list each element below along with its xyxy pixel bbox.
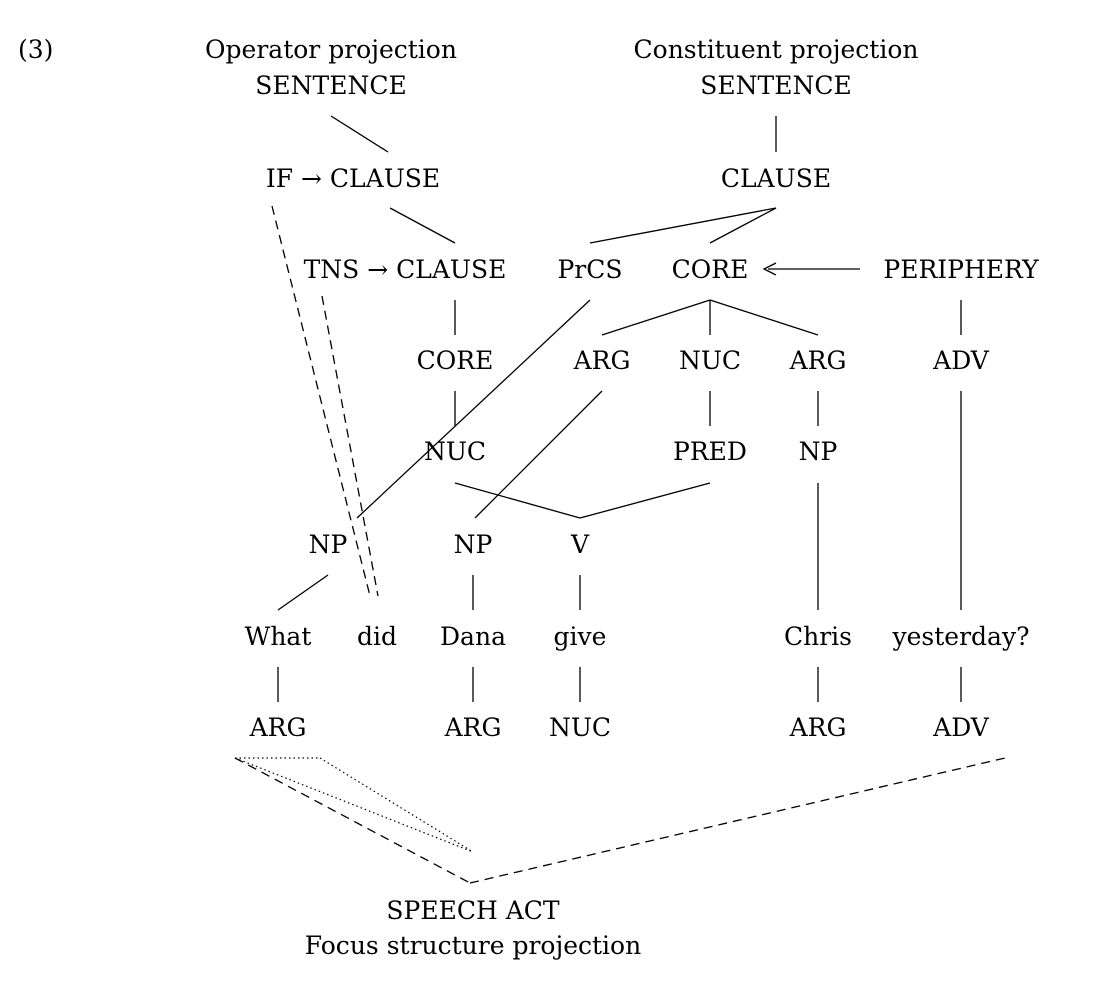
edge-core-to-arg-right bbox=[709, 299, 819, 336]
edge-core-to-arg-left bbox=[601, 299, 711, 336]
word-what: What bbox=[245, 622, 312, 651]
focus-adv-yesterday: ADV bbox=[932, 713, 990, 742]
word-yesterday: yesterday? bbox=[892, 622, 1030, 651]
operator-sentence-node: SENTENCE bbox=[255, 71, 406, 100]
constituent-core-node: CORE bbox=[672, 255, 749, 284]
edge-op-sentence-to-if-clause bbox=[330, 115, 389, 153]
periphery-modifies-core-arrow bbox=[762, 262, 860, 276]
pred-node: PRED bbox=[673, 437, 747, 466]
focus-arg-what: ARG bbox=[249, 713, 307, 742]
edge-clause-to-core bbox=[709, 207, 777, 244]
focus-arg-dana: ARG bbox=[444, 713, 502, 742]
edge-arg-left-to-np-dana bbox=[474, 390, 603, 519]
constituent-clause-node: CLAUSE bbox=[721, 164, 831, 193]
constituent-nuc-node: NUC bbox=[679, 346, 741, 375]
edge-op-if-clause-to-tns-clause bbox=[389, 207, 456, 244]
edge-pred-to-v bbox=[579, 482, 711, 519]
edge-prcs-to-np-what bbox=[356, 299, 591, 519]
word-dana: Dana bbox=[440, 622, 506, 651]
np-dana-node: NP bbox=[454, 530, 493, 559]
focus-arg-chris: ARG bbox=[789, 713, 847, 742]
speech-act-left-dashed-edge bbox=[234, 757, 471, 884]
arg-right-node: ARG bbox=[789, 346, 847, 375]
word-did: did bbox=[357, 622, 397, 651]
edge-clause-to-prcs bbox=[589, 207, 777, 244]
arg-left-node: ARG bbox=[573, 346, 631, 375]
tns-to-did-dashed-link bbox=[321, 295, 379, 597]
edge-op-nuc-to-v bbox=[454, 482, 581, 519]
constituent-projection-title: Constituent projection bbox=[634, 35, 919, 64]
focus-nuc-give: NUC bbox=[549, 713, 611, 742]
edge-np-what-to-what bbox=[277, 574, 329, 611]
np-right-node: NP bbox=[799, 437, 838, 466]
word-give: give bbox=[554, 622, 607, 651]
focus-domain-dotted bbox=[234, 757, 474, 853]
example-number: (3) bbox=[18, 35, 53, 64]
periphery-node: PERIPHERY bbox=[883, 255, 1039, 284]
solid-edges bbox=[277, 115, 962, 702]
prcs-node: PrCS bbox=[557, 255, 622, 284]
speech-act-right-dashed-edge bbox=[469, 757, 1006, 884]
operator-tns-clause-node: TNS → CLAUSE bbox=[304, 255, 507, 284]
constituent-sentence-node: SENTENCE bbox=[700, 71, 851, 100]
v-node: V bbox=[570, 530, 590, 559]
operator-if-clause-node: IF → CLAUSE bbox=[266, 164, 440, 193]
adv-node: ADV bbox=[932, 346, 990, 375]
if-to-did-dashed-link bbox=[271, 205, 371, 597]
operator-nuc-node: NUC bbox=[424, 437, 486, 466]
operator-core-node: CORE bbox=[417, 346, 494, 375]
focus-projection-title: Focus structure projection bbox=[305, 931, 641, 960]
speech-act-node: SPEECH ACT bbox=[386, 896, 560, 925]
np-what-node: NP bbox=[309, 530, 348, 559]
word-chris: Chris bbox=[784, 622, 852, 651]
operator-projection-title: Operator projection bbox=[205, 35, 457, 64]
